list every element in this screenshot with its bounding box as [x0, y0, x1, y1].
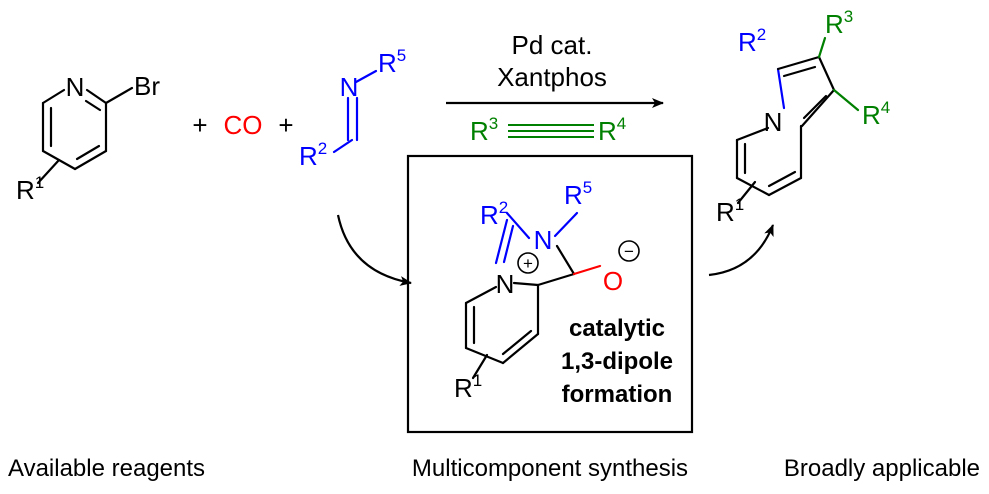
- dipole-structure: [464, 211, 602, 380]
- bond: [36, 158, 61, 185]
- bond: [735, 126, 770, 142]
- pyridine-n-label: N: [66, 72, 85, 102]
- bond: [84, 99, 102, 112]
- bond: [502, 224, 515, 264]
- bond: [736, 180, 757, 205]
- bond: [776, 67, 786, 110]
- indolizine-structure: [735, 36, 860, 205]
- imine-structure: [332, 69, 378, 154]
- dipole-r1-label: R1: [454, 371, 482, 403]
- plus-sign: +: [278, 110, 293, 140]
- r1-label: R1: [16, 173, 44, 205]
- dipole-box: [406, 154, 694, 434]
- bond: [802, 94, 828, 120]
- bond: [494, 218, 509, 265]
- product-r2-label: R2: [738, 25, 766, 57]
- product-r3-label: R3: [825, 7, 853, 39]
- bond: [75, 144, 101, 161]
- bond: [464, 285, 498, 305]
- negative-charge-circle: [618, 240, 640, 262]
- bond: [41, 88, 66, 105]
- bond: [767, 170, 797, 188]
- negative-charge-symbol: −: [624, 242, 634, 261]
- bond: [553, 211, 579, 238]
- ligand-label: Xantphos: [497, 62, 607, 92]
- caption-multicomponent-synthesis: Multicomponent synthesis: [412, 455, 688, 482]
- product-n-label: N: [764, 107, 783, 137]
- dipole-label-line1: catalytic: [569, 315, 665, 342]
- product-r1-label: R1: [716, 195, 744, 227]
- bromopyridine-structure: [36, 86, 134, 185]
- catalyst-label: Pd cat.: [512, 30, 593, 60]
- bond: [817, 36, 827, 59]
- bond: [505, 211, 531, 240]
- plus-sign: +: [192, 110, 207, 140]
- bond: [73, 149, 108, 171]
- bond: [832, 88, 860, 112]
- positive-charge-symbol: +: [523, 254, 533, 273]
- dipole-r2-label: R2: [480, 198, 508, 230]
- dipole-label-line3: formation: [562, 381, 673, 408]
- bond: [800, 88, 836, 128]
- bond: [501, 332, 540, 365]
- bond: [776, 55, 821, 71]
- r2-label: R2: [299, 139, 327, 171]
- bond: [471, 353, 489, 380]
- bond: [501, 329, 533, 356]
- curved-arrow-in: [336, 214, 412, 286]
- bond: [555, 244, 576, 276]
- caption-available-reagents: Available reagents: [8, 455, 205, 482]
- bond: [536, 272, 576, 287]
- alkyne-r3-label: R3: [470, 114, 498, 146]
- bond: [104, 86, 134, 105]
- r5-label: R5: [378, 46, 406, 78]
- oxygen-label: O: [603, 266, 623, 296]
- dipole-n-label: N: [534, 225, 553, 255]
- bond: [782, 65, 817, 78]
- dipole-r5-label: R5: [564, 178, 592, 210]
- bromine-label: Br: [134, 71, 160, 101]
- bond: [767, 176, 803, 197]
- bond: [735, 176, 771, 197]
- bond: [85, 88, 108, 105]
- dipole-ring-n-label: N: [496, 269, 515, 299]
- bond: [464, 346, 505, 365]
- bond: [332, 138, 354, 154]
- carbon-monoxide-label: CO: [224, 110, 263, 140]
- positive-charge-circle: [517, 252, 539, 274]
- curved-arrow-out: [708, 224, 775, 277]
- alkyne-triple-bond: [508, 124, 594, 138]
- product-r4-label: R4: [862, 98, 890, 130]
- caption-broadly-applicable: Broadly applicable: [784, 455, 980, 482]
- bond: [512, 281, 540, 287]
- alkyne-r4-label: R4: [598, 114, 626, 146]
- bond: [354, 69, 378, 84]
- bond: [572, 264, 602, 276]
- dipole-label-line2: 1,3-dipole: [561, 348, 673, 375]
- bond: [817, 55, 836, 92]
- imine-n-label: N: [340, 72, 359, 102]
